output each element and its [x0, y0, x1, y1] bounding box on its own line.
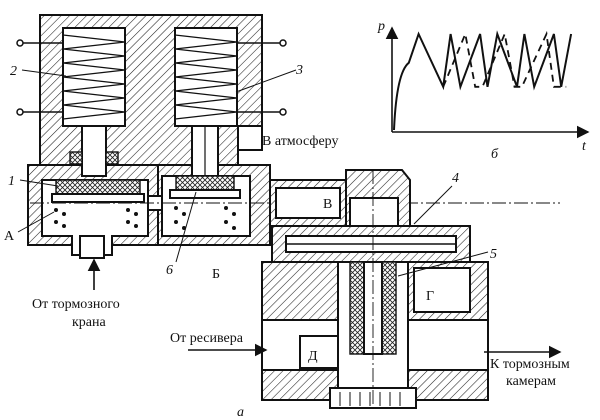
valve-disc-1: [55, 179, 141, 195]
relay-valve-body: [16, 14, 560, 259]
modulator-body: [261, 169, 489, 412]
pressure-time-graph: p t: [377, 19, 590, 154]
chamber-a-spring-coils: [54, 208, 138, 228]
left-seal-left: [69, 151, 83, 165]
chamber-g-cavity: [413, 267, 471, 313]
terminal-left-upper: [16, 39, 63, 47]
valve-disc-6-holder: [169, 189, 241, 199]
label-from-brake-valve-1: От тормозного: [32, 297, 120, 312]
valve-disc-1-holder: [51, 193, 145, 203]
label-number-6: 6: [166, 263, 173, 278]
graph-x-label: t: [582, 139, 587, 154]
graph-series: [393, 30, 573, 131]
valve-disc-6: [175, 175, 235, 191]
label-chamber-a: А: [4, 229, 15, 244]
terminal-right-lower: [237, 108, 287, 116]
brake-chamber-outlet-passage: [407, 319, 489, 371]
connection-bore-v: [275, 187, 341, 219]
subfigure-label-b: б: [491, 147, 499, 162]
brake-valve-inlet-port: [79, 235, 105, 259]
label-number-5: 5: [490, 247, 497, 262]
chamber-d-cavity: [299, 335, 339, 369]
exhaust-port: [237, 125, 263, 151]
label-chamber-d: Д: [308, 349, 318, 364]
label-to-atmosphere: В атмосферу: [262, 134, 339, 149]
pressure-series-solid: [393, 30, 573, 131]
leader-lines: [17, 69, 489, 277]
graph-y-label: p: [377, 19, 385, 34]
label-number-1: 1: [8, 174, 15, 189]
right-spring: [174, 34, 238, 120]
label-chamber-b: Б: [212, 267, 220, 282]
label-from-brake-valve-2: крана: [72, 315, 107, 330]
label-number-4: 4: [452, 171, 459, 186]
pressure-series-dashed: [442, 30, 567, 88]
exhaust-grille: [339, 392, 401, 406]
label-number-3: 3: [295, 63, 303, 78]
label-from-receiver: От ресивера: [170, 331, 244, 346]
left-plunger-stem: [81, 125, 107, 177]
terminal-right-upper: [237, 39, 287, 47]
label-to-brake-chambers-1: К тормозным: [490, 357, 570, 372]
terminal-left-lower: [16, 108, 63, 116]
label-chamber-v: В: [323, 197, 332, 212]
label-number-2: 2: [10, 64, 17, 79]
left-seal-right: [105, 151, 119, 165]
left-spring: [62, 34, 126, 120]
label-chamber-g: Г: [426, 289, 434, 304]
flow-arrows: [87, 258, 562, 359]
subfigure-label-a: а: [237, 405, 244, 420]
label-to-brake-chambers-2: камерам: [506, 374, 556, 389]
